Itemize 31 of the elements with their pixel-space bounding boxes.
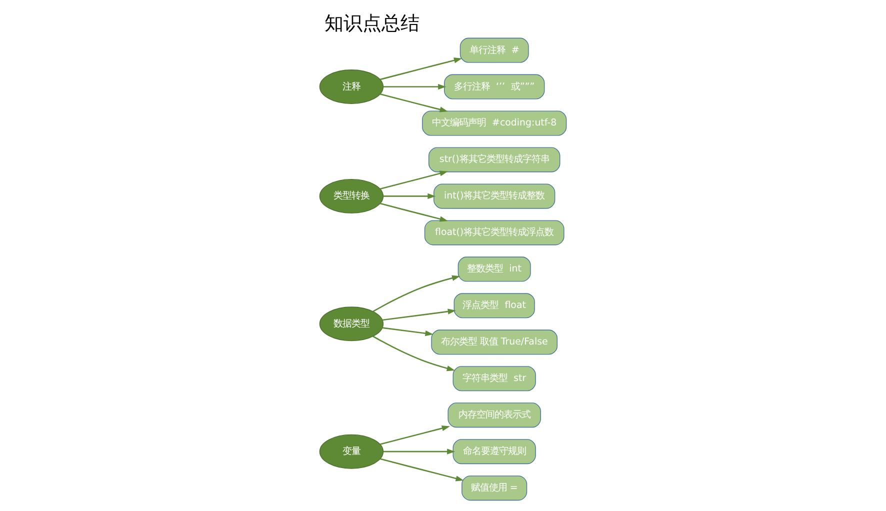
node-box: 浮点类型 float bbox=[454, 292, 535, 318]
node-ellipse: 注释 bbox=[319, 69, 384, 104]
node-box: int()将其它类型转成整数 bbox=[434, 183, 556, 208]
arrow bbox=[372, 274, 460, 312]
node-box: 内存空间的表示式 bbox=[448, 402, 541, 428]
node-box: 命名要遵守规则 bbox=[452, 438, 536, 464]
arrow bbox=[380, 57, 462, 80]
arrow bbox=[383, 448, 456, 454]
arrow bbox=[380, 202, 448, 222]
node-ellipse: 类型转换 bbox=[319, 178, 384, 213]
node-box: 字符串类型 str bbox=[452, 366, 536, 391]
node-box: 布尔类型 取值 True/False bbox=[431, 329, 558, 354]
arrow bbox=[383, 192, 436, 199]
node-box: 中文编码声明 #coding:utf-8 bbox=[422, 110, 567, 136]
arrow bbox=[372, 335, 455, 371]
arrow bbox=[380, 425, 450, 444]
arrow bbox=[382, 308, 456, 320]
node-box: 赋值使用 = bbox=[462, 475, 528, 500]
node-box: str()将其它类型转成字符串 bbox=[428, 146, 560, 172]
node-ellipse: 数据类型 bbox=[319, 306, 384, 341]
diagram-title: 知识点总结 bbox=[324, 12, 420, 34]
node-box: 多行注释 ‘’’ 或””” bbox=[444, 74, 545, 99]
node-box: 整数类型 int bbox=[458, 256, 531, 282]
node-box: 单行注释 # bbox=[460, 37, 529, 62]
arrow bbox=[382, 326, 434, 336]
node-box: float()将其它类型转成浮点数 bbox=[424, 220, 564, 245]
arrow bbox=[383, 83, 446, 90]
arrow bbox=[380, 458, 464, 481]
node-ellipse: 变量 bbox=[319, 434, 384, 468]
arrow bbox=[380, 170, 448, 190]
arrow bbox=[380, 92, 448, 112]
